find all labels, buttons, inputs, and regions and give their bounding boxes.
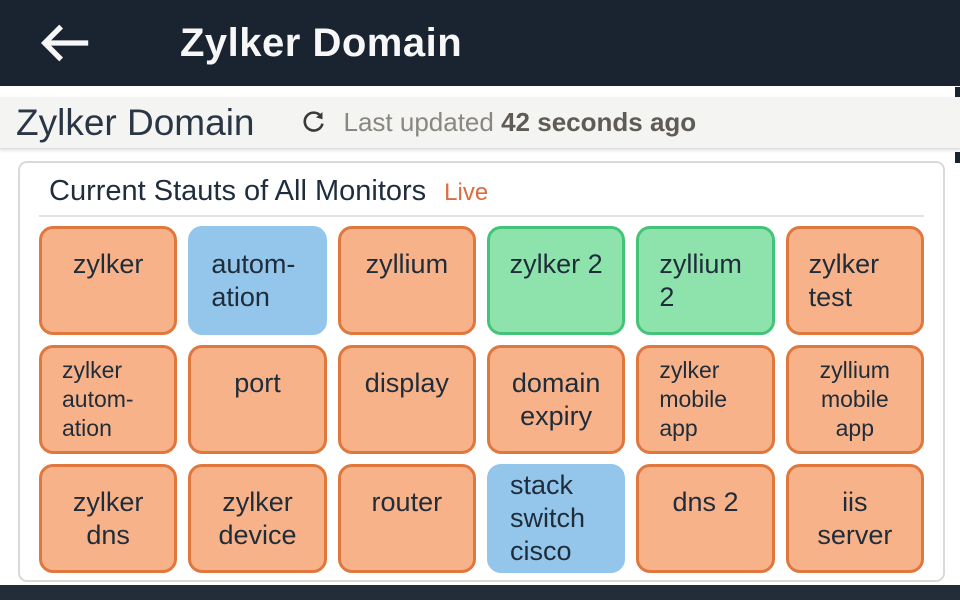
- monitor-tile-label: router: [371, 486, 443, 517]
- monitor-grid: zylker autom- ation zyllium zylker 2 zyl…: [39, 226, 924, 573]
- monitor-tile-label: zyllium mobile app: [819, 357, 890, 441]
- refresh-button[interactable]: [301, 110, 326, 136]
- monitor-tile-label: dns 2: [672, 486, 739, 517]
- scrollbar-thumb[interactable]: [955, 152, 960, 163]
- live-badge: Live: [444, 179, 489, 206]
- monitor-tile-label: stack switch cisco: [509, 470, 585, 566]
- monitor-tile-label: zylker mobile app: [659, 357, 728, 441]
- monitor-tile-zylker-2[interactable]: zylker 2: [486, 226, 626, 335]
- last-updated-label: Last updated: [343, 107, 494, 137]
- page-title: Zylker Domain: [16, 101, 255, 143]
- refresh-icon: [303, 110, 324, 132]
- monitor-tile-display[interactable]: display: [337, 345, 476, 454]
- monitor-tile-zyllium-2[interactable]: zyllium 2: [636, 226, 775, 335]
- divider: [39, 215, 924, 217]
- monitors-card: Current Stauts of All Monitors Live zylk…: [18, 161, 945, 582]
- monitor-tile-zylker-test[interactable]: zylker test: [785, 226, 924, 335]
- monitor-tile-label: domain expiry: [511, 367, 601, 431]
- monitor-tile-label: zylker 2: [509, 248, 603, 279]
- monitor-tile-label: display: [364, 367, 449, 398]
- card-header: Current Stauts of All Monitors Live: [39, 173, 924, 209]
- arrow-left-icon: [40, 24, 89, 62]
- monitor-tile-zylker-device[interactable]: zylker device: [188, 464, 327, 573]
- monitor-tile-zylker-automation[interactable]: zylker autom- ation: [39, 345, 178, 454]
- spacer: [0, 86, 960, 97]
- monitor-tile-label: iis server: [817, 486, 893, 550]
- monitor-tile-zylker[interactable]: zylker: [39, 226, 178, 335]
- monitor-tile-zyllium-mobile-app[interactable]: zyllium mobile app: [785, 345, 924, 454]
- monitor-tile-label: zylker dns: [72, 486, 144, 550]
- app-bar: Zylker Domain: [0, 0, 960, 86]
- bottom-bar: [0, 585, 960, 600]
- monitor-tile-label: zyllium: [365, 248, 449, 279]
- back-button[interactable]: [36, 19, 94, 67]
- monitor-tile-label: zylker: [72, 248, 144, 279]
- page-toolbar: Zylker Domain Last updated 42 seconds ag…: [0, 97, 960, 149]
- monitor-tile-label: zylker autom- ation: [62, 357, 134, 441]
- monitor-tile-label: port: [234, 367, 281, 398]
- monitor-tile-iis-server[interactable]: iis server: [785, 464, 924, 573]
- last-updated-value: 42 seconds ago: [501, 107, 697, 137]
- monitor-tile-zylker-dns[interactable]: zylker dns: [39, 464, 178, 573]
- monitor-tile-zylker-mobile-app[interactable]: zylker mobile app: [636, 345, 775, 454]
- monitor-tile-zyllium[interactable]: zyllium: [337, 226, 476, 335]
- card-title: Current Stauts of All Monitors: [49, 175, 427, 207]
- monitor-tile-router[interactable]: router: [337, 464, 476, 573]
- monitor-tile-dns-2[interactable]: dns 2: [636, 464, 775, 573]
- last-updated-text: Last updated 42 seconds ago: [344, 107, 697, 138]
- monitor-tile-domain-expiry[interactable]: domain expiry: [486, 345, 626, 454]
- app-bar-title: Zylker Domain: [180, 20, 463, 65]
- monitor-tile-label: zylker device: [218, 486, 297, 550]
- monitor-tile-port[interactable]: port: [188, 345, 327, 454]
- monitor-tile-label: zyllium 2: [659, 248, 742, 312]
- monitor-tile-label: zylker test: [808, 248, 880, 312]
- scrollbar-thumb[interactable]: [955, 87, 960, 97]
- monitor-tile-stack-switch-cisco[interactable]: stack switch cisco: [486, 464, 626, 573]
- monitor-tile-label: autom- ation: [211, 248, 296, 312]
- monitor-tile-automation[interactable]: autom- ation: [188, 226, 327, 335]
